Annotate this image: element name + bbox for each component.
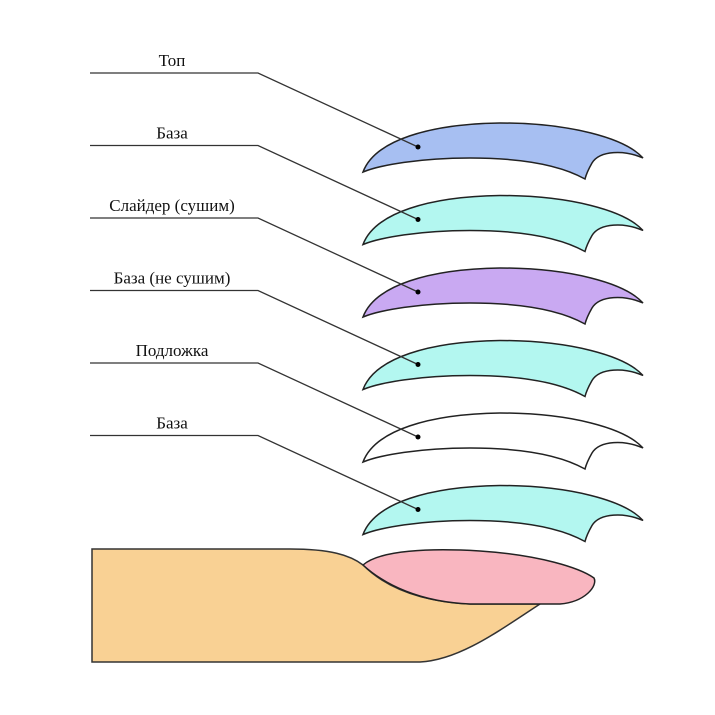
leader-dot [415,434,421,440]
layer-shape [361,339,644,398]
leader-line [90,434,419,511]
leader-dot [415,507,421,512]
layer-label: Подложка [136,341,209,360]
layer-5: База [90,414,644,543]
layer-label: Слайдер (сушим) [109,196,235,215]
leader-line [90,362,419,438]
layer-3: База (не сушим) [90,269,644,398]
layer-label: База (не сушим) [114,269,231,288]
leader-dot [415,217,421,222]
leader-dot [415,144,421,150]
leader-line [90,217,419,293]
layer-label: База [156,414,188,433]
leader-dot [415,289,421,295]
layer-4: Подложка [90,341,644,471]
leader-line [90,144,419,221]
layer-shape [361,122,644,181]
layer-shape [361,484,644,543]
layer-shape [361,194,644,253]
layer-shape [361,412,644,471]
layer-1: База [90,124,644,253]
natural-nail [361,549,596,605]
leader-line [90,289,419,366]
layer-label: Топ [159,51,186,70]
layer-2: Слайдер (сушим) [90,196,644,326]
layer-shape [361,267,644,326]
layer-label: База [156,124,188,143]
leader-dot [415,362,421,367]
leader-line [90,72,419,148]
layer-0: Топ [90,51,644,181]
